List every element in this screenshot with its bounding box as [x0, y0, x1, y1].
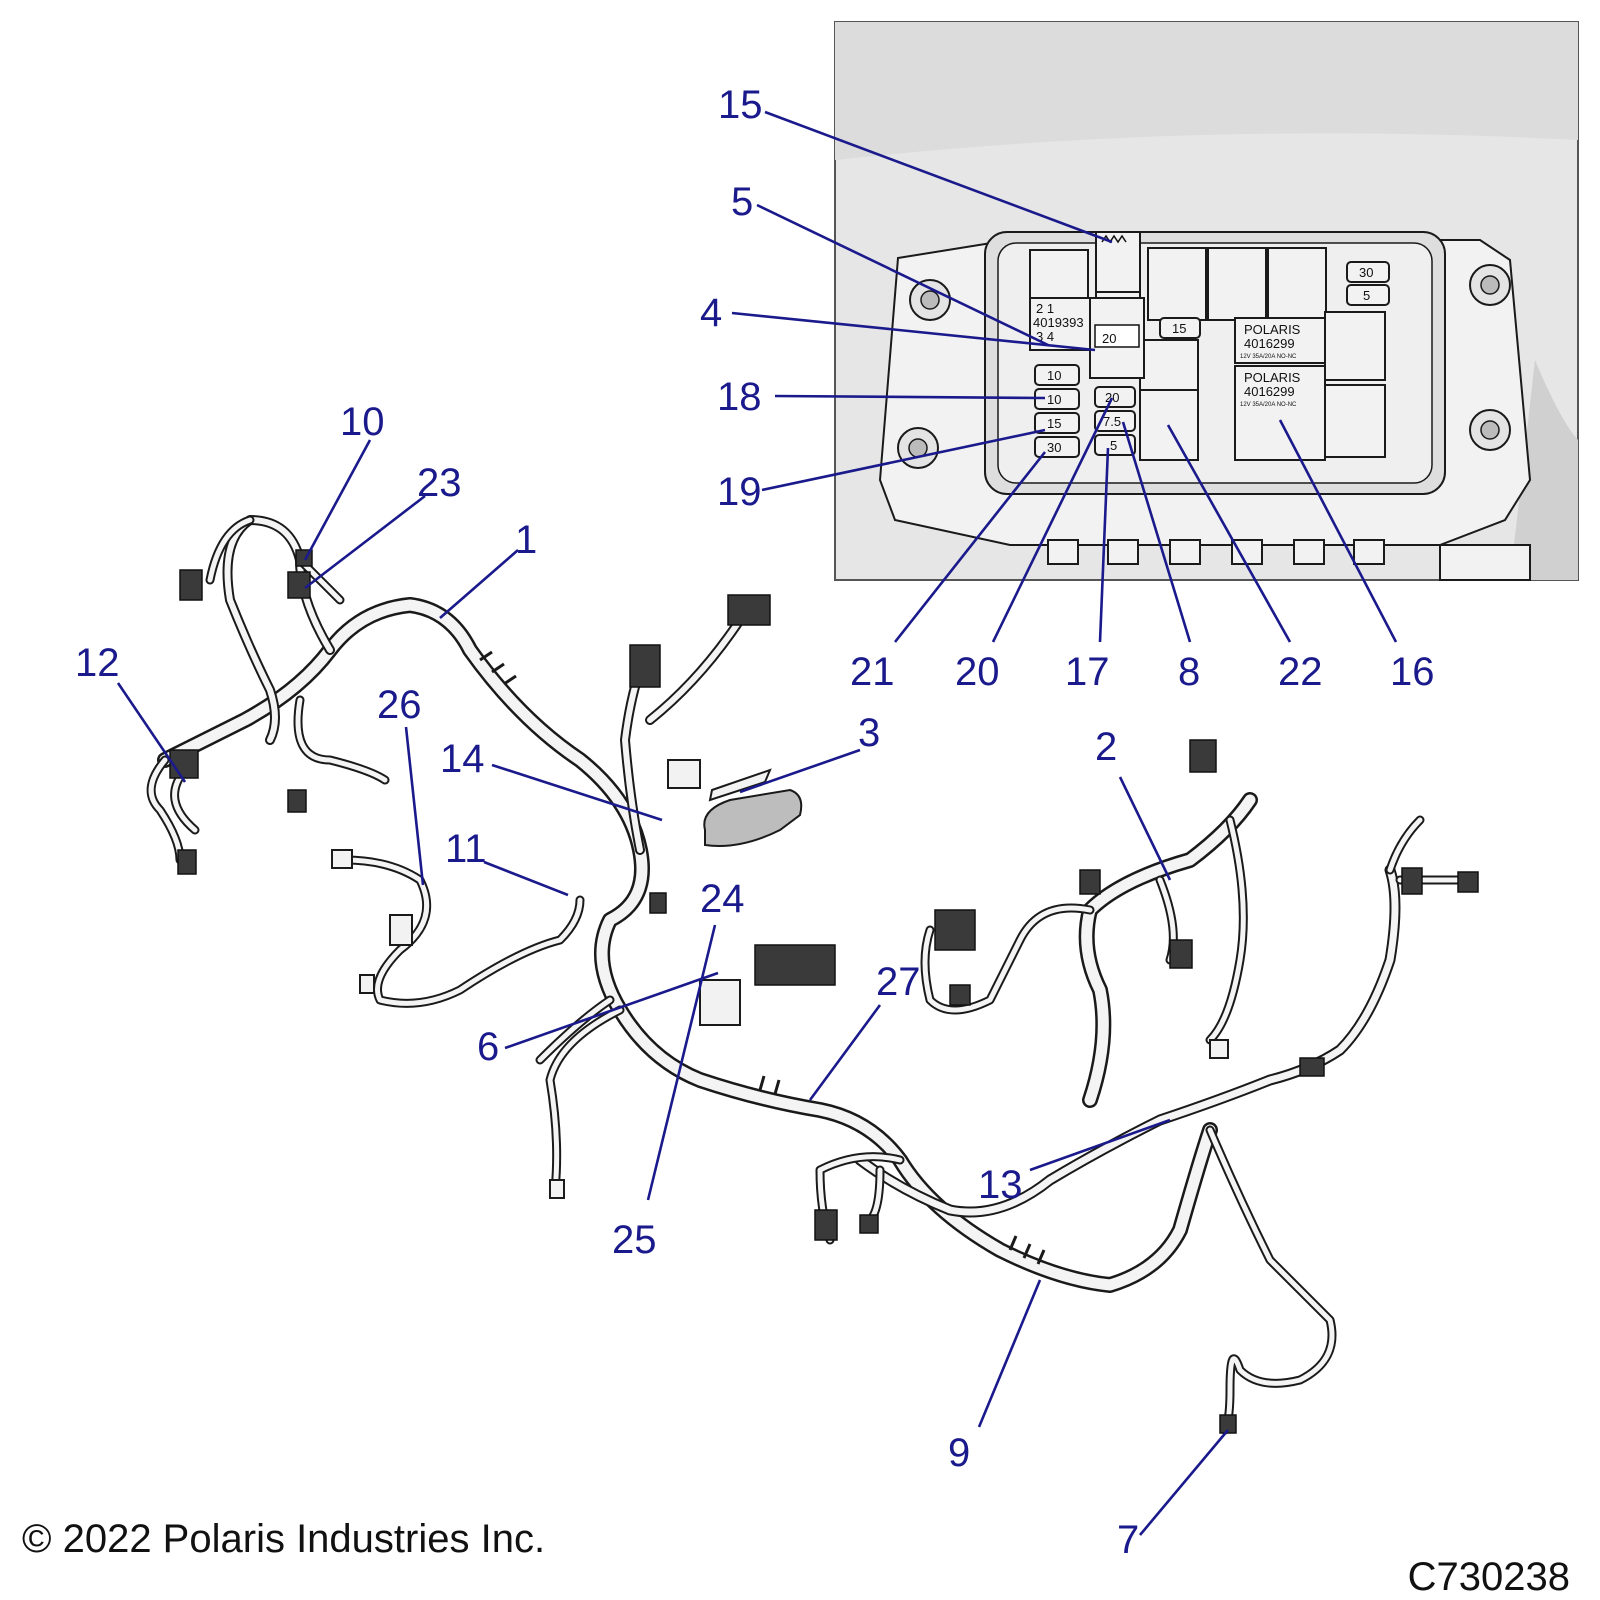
callout-6: 6	[477, 1025, 499, 1069]
housing-clips	[1047, 539, 1531, 581]
relay-pins-top: 2 1	[1036, 301, 1054, 316]
svg-text:15: 15	[1172, 321, 1186, 336]
svg-text:12V 35A/20A NO-NC: 12V 35A/20A NO-NC	[1240, 354, 1297, 360]
callout-9: 9	[948, 1431, 970, 1475]
callout-23: 23	[417, 461, 462, 505]
callout-18: 18	[717, 375, 762, 419]
callout-19: 19	[717, 470, 762, 514]
mounting-boss-top-left	[909, 279, 951, 321]
callout-27: 27	[876, 960, 921, 1004]
svg-text:30: 30	[1359, 265, 1373, 280]
relay-block	[1267, 247, 1327, 321]
harness-clamps	[479, 650, 1046, 1265]
mounting-boss-bottom-left	[897, 427, 939, 469]
connectors	[169, 549, 1479, 1434]
callout-25: 25	[612, 1218, 657, 1262]
callout-11: 11	[445, 827, 487, 871]
svg-text:4016299: 4016299	[1244, 336, 1295, 351]
relay-polaris-lower: POLARIS 4016299 12V 35A/20A NO-NC	[1234, 365, 1326, 461]
callout-numbers: 15 5 4 18 19 21 20 17 8 22 16 10 23 1 12…	[75, 83, 1435, 1562]
leader-lines	[116, 110, 1398, 1536]
fuse-right-5: 5	[1346, 284, 1390, 306]
callout-26: 26	[377, 683, 422, 727]
callout-4: 4	[700, 291, 722, 335]
callout-20: 20	[955, 650, 1000, 694]
svg-text:POLARIS: POLARIS	[1244, 322, 1301, 337]
fuse-box-in-harness	[754, 944, 836, 986]
fuse-col-left: 10 10 15 30	[1034, 364, 1080, 458]
fuse-right-30: 30	[1346, 261, 1390, 283]
relay-block	[1324, 311, 1386, 381]
svg-text:10: 10	[1047, 392, 1061, 407]
fuse-top-15: 15	[1159, 317, 1201, 339]
callout-15: 15	[718, 83, 763, 127]
callout-24: 24	[700, 877, 745, 921]
maxi-fuse-20: 20	[1089, 297, 1145, 379]
callout-5: 5	[731, 180, 753, 224]
fuse-box-cover	[703, 768, 803, 847]
callout-17: 17	[1065, 650, 1110, 694]
svg-text:POLARIS: POLARIS	[1244, 370, 1301, 385]
svg-text:5: 5	[1110, 438, 1117, 453]
callout-3: 3	[858, 711, 880, 755]
callout-12: 12	[75, 641, 120, 685]
svg-text:15: 15	[1047, 416, 1061, 431]
relay-part-number: 4019393	[1033, 315, 1084, 330]
copyright-notice: © 2022 Polaris Industries Inc.	[22, 1517, 546, 1561]
callout-2: 2	[1095, 725, 1117, 769]
mounting-boss-top-right	[1469, 264, 1511, 306]
callout-8: 8	[1178, 650, 1200, 694]
callout-16: 16	[1390, 650, 1435, 694]
callout-1: 1	[515, 518, 537, 562]
mounting-boss-bottom-right	[1469, 409, 1511, 451]
svg-text:7.5: 7.5	[1103, 414, 1121, 429]
relay-block	[1207, 247, 1267, 321]
callout-13: 13	[978, 1163, 1023, 1207]
svg-text:12V 35A/20A NO-NC: 12V 35A/20A NO-NC	[1240, 402, 1297, 408]
svg-text:10: 10	[1047, 368, 1061, 383]
svg-text:20: 20	[1105, 390, 1119, 405]
svg-text:4016299: 4016299	[1244, 384, 1295, 399]
callout-7: 7	[1117, 1518, 1139, 1562]
fuse-col-mid: 20 7.5 5	[1094, 386, 1136, 456]
maxi-fuse-label: 20	[1102, 331, 1116, 346]
fuse-box-inset: 2 1 4019393 3 4 20 15 POLARIS 4016299 12…	[834, 21, 1579, 581]
callout-21: 21	[850, 650, 895, 694]
drawing-number: C730238	[1407, 1555, 1570, 1599]
callout-22: 22	[1278, 650, 1323, 694]
relay-4019393: 2 1 4019393 3 4	[1029, 297, 1093, 351]
relay-block	[1324, 384, 1386, 458]
callout-14: 14	[440, 737, 485, 781]
callout-10: 10	[340, 400, 385, 444]
svg-text:30: 30	[1047, 440, 1061, 455]
relay-22	[1139, 339, 1199, 396]
relay-polaris-upper: POLARIS 4016299 12V 35A/20A NO-NC	[1234, 317, 1326, 364]
main-harness	[146, 515, 1479, 1435]
relay-block	[1147, 247, 1207, 321]
svg-text:5: 5	[1363, 288, 1370, 303]
